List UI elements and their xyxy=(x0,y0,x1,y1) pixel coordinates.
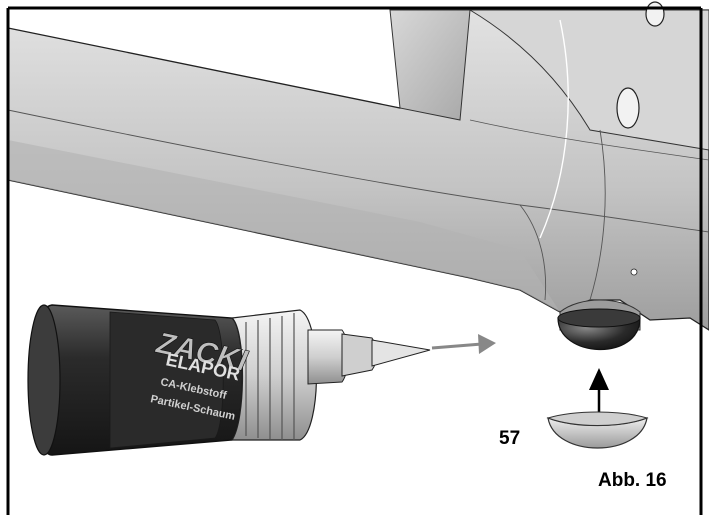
figure-caption: Abb. 16 xyxy=(598,470,667,491)
fuselage xyxy=(7,1,709,331)
glue-arrow-right-icon xyxy=(431,334,496,354)
figure-frame xyxy=(6,6,703,515)
installed-dome xyxy=(557,308,641,351)
glue-bottle xyxy=(27,304,431,456)
part-number-label: 57 xyxy=(499,428,521,449)
part-57-cup xyxy=(546,411,649,449)
